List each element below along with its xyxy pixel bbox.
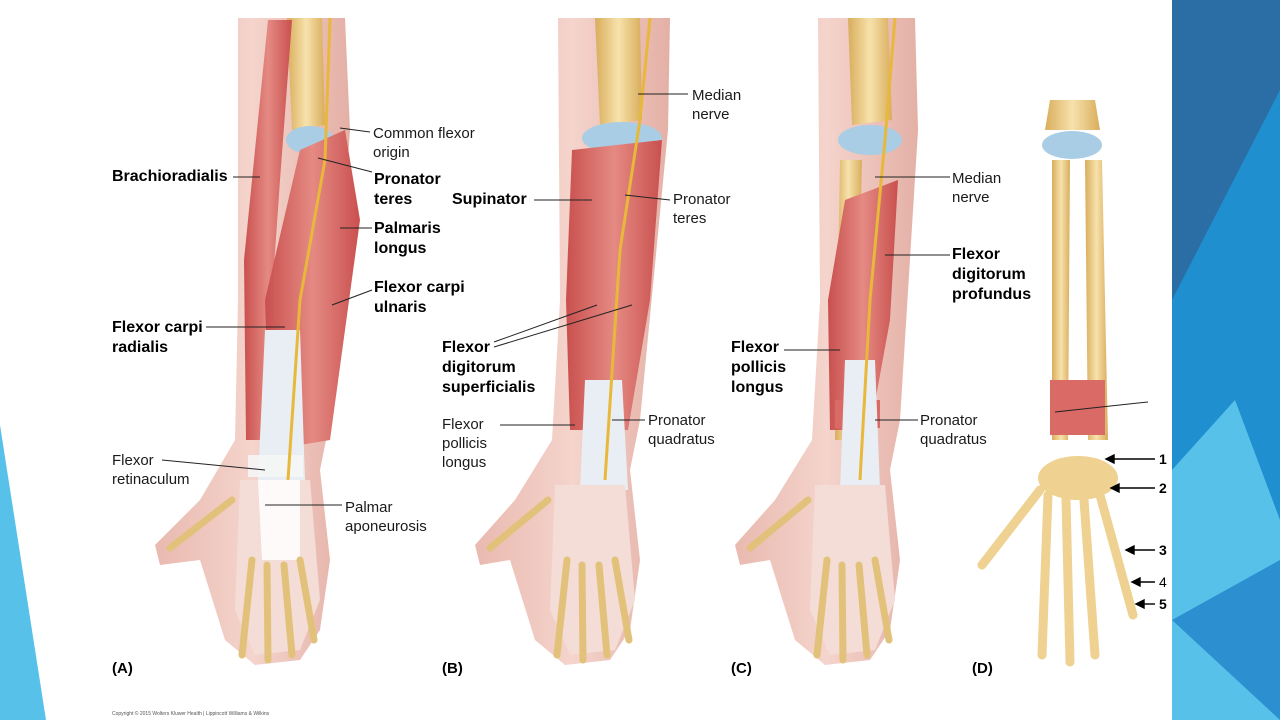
panel-d-fingers [977, 485, 1138, 667]
panel-a-humerus [287, 18, 325, 130]
label-pronator-quadratus-c: Pronator quadratus [920, 412, 987, 448]
label-flexor-carpi-ulnaris: Flexor carpi ulnaris [374, 279, 465, 316]
copyright-notice: Copyright © 2015 Wolters Kluwer Health |… [112, 711, 270, 717]
number-label-2: 2 [1159, 480, 1167, 496]
label-flexor-digitorum-profundus: Flexor digitorum profundus [952, 246, 1032, 303]
panel-a-nerve [286, 17, 332, 481]
right-accent-facet-deep [1172, 560, 1280, 720]
panel-d-tag: (D) [972, 660, 993, 677]
label-pronator-quadratus-b: Pronator quadratus [648, 412, 715, 448]
panel-c-nerve [858, 17, 897, 481]
number-label-4: 4 [1159, 574, 1167, 590]
panel-b-muscle [566, 140, 662, 430]
number-label-3: 3 [1159, 542, 1167, 558]
panel-d-radius [1085, 160, 1108, 440]
number-label-5: 5 [1159, 596, 1167, 612]
panel-b-humerus [595, 18, 642, 125]
label-median-nerve-b: Median nerve [692, 87, 742, 123]
label-flexor-retinaculum: Flexor retinaculum [112, 452, 190, 488]
panel-c-tendons [840, 360, 880, 490]
label-pronator-teres-a: Pronator teres [374, 171, 441, 208]
left-accent-triangle [0, 425, 46, 720]
label-supinator: Supinator [452, 191, 527, 208]
label-flexor-pollicis-longus-b: Flexor pollicis longus [442, 416, 488, 471]
panel-d-humerus [1045, 100, 1100, 130]
label-flexor-carpi-radialis: Flexor carpi radialis [112, 319, 203, 356]
panel-c-fingers [746, 496, 893, 664]
panel-a-fingers [166, 496, 318, 664]
panel-d-ulna [1052, 160, 1070, 440]
label-pronator-teres-b: Pronator teres [673, 191, 731, 227]
panel-a-aponeurosis-shape [258, 480, 300, 560]
panel-d-carpals [1038, 456, 1118, 500]
panel-b-tag: (B) [442, 660, 463, 677]
panel-a-brachioradialis-shape [244, 20, 292, 440]
panel-c-tag: (C) [731, 660, 752, 677]
panel-c-elbow-cartilage [838, 125, 902, 155]
panel-b-tendons [580, 380, 628, 490]
panel-a-tendons [258, 330, 305, 480]
label-median-nerve-c: Median nerve [952, 170, 1002, 206]
panel-c-palm [810, 485, 895, 655]
panel-a-illustration [155, 17, 360, 665]
label-common-flexor-origin: Common flexor origin [373, 125, 475, 161]
label-palmar-aponeurosis: Palmar aponeurosis [345, 499, 427, 535]
number-label-1: 1 [1159, 451, 1167, 467]
panel-d-arrows [1104, 453, 1155, 610]
leader-lines [161, 93, 1149, 506]
panel-c-humerus [848, 18, 892, 125]
label-palmaris-longus: Palmaris longus [374, 220, 441, 257]
panel-a-tag: (A) [112, 660, 133, 677]
panel-a-retinaculum-shape [248, 455, 303, 477]
panel-b-illustration [475, 17, 670, 665]
panel-b-fingers [486, 496, 633, 664]
panel-d-illustration [977, 100, 1138, 667]
panel-b-palm [550, 485, 635, 655]
panel-c-illustration [735, 17, 918, 665]
label-flexor-pollicis-longus-c: Flexor pollicis longus [731, 339, 787, 396]
panel-b-nerve [603, 17, 652, 481]
panel-d-elbow-cartilage [1042, 131, 1102, 159]
label-flexor-digitorum-superficialis: Flexor digitorum superficialis [442, 339, 536, 396]
label-brachioradialis: Brachioradialis [112, 168, 228, 185]
forearm-figure [155, 17, 1155, 667]
